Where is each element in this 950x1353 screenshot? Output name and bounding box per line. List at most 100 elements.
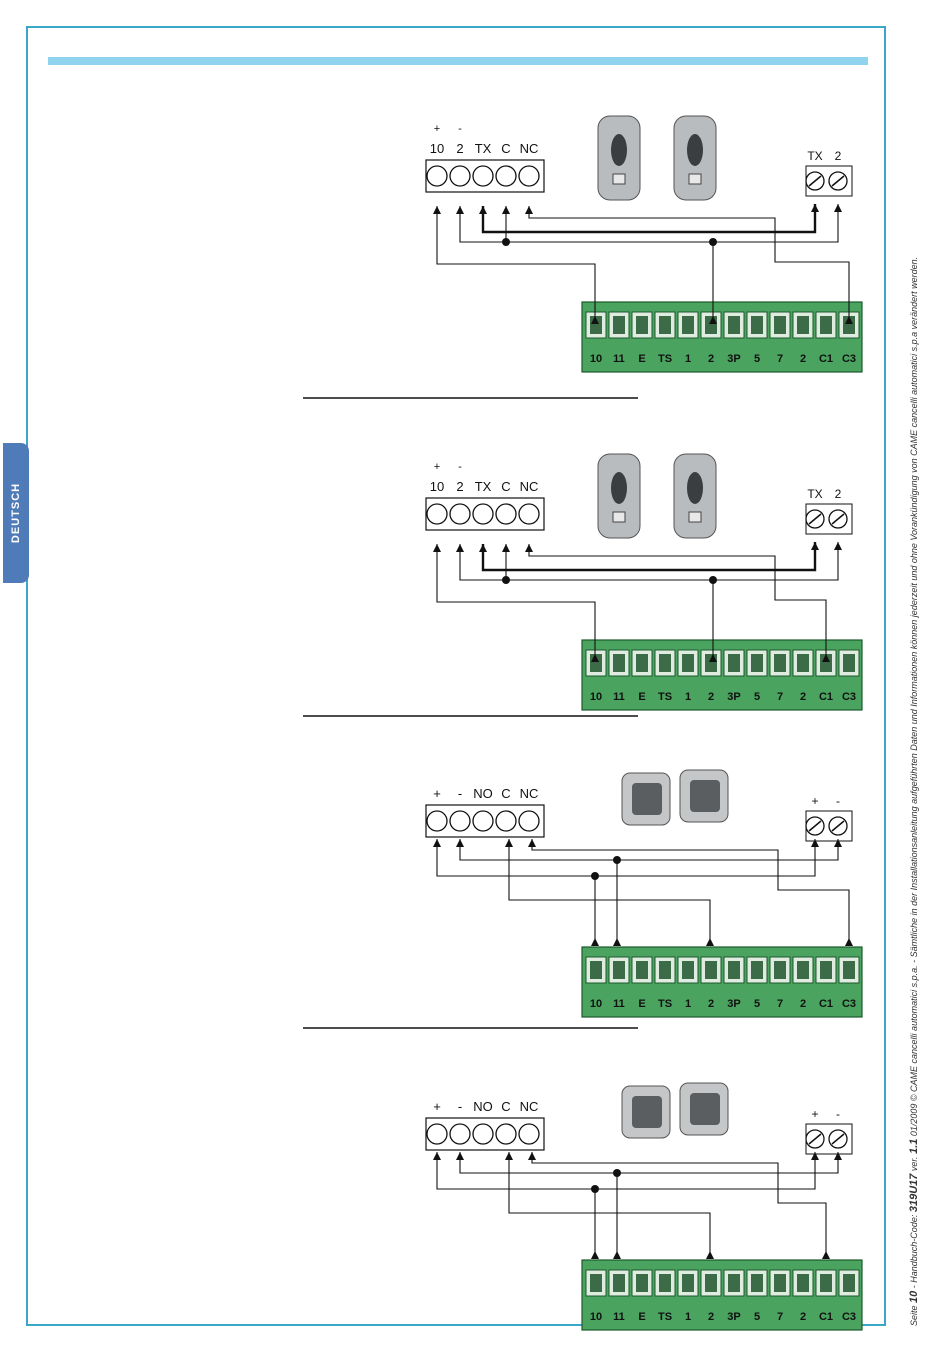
wire-arrow — [525, 206, 533, 214]
transmitter-label: 2 — [835, 149, 842, 163]
wire-arrow — [811, 542, 819, 550]
transmitter-label: + — [811, 1107, 818, 1121]
remote-logo — [612, 173, 626, 185]
board-terminal-screw — [590, 1274, 602, 1292]
board-terminal-screw — [751, 654, 763, 672]
receiver-sign-minus: - — [458, 461, 462, 473]
transmitter-label: - — [836, 1107, 840, 1121]
board-terminal-label: 3P — [727, 353, 740, 365]
wire-arrow — [834, 204, 842, 212]
receiver-screw — [449, 503, 471, 525]
wire-arrow — [456, 206, 464, 214]
receiver-screw — [449, 810, 471, 832]
board-terminal-label: C3 — [842, 691, 856, 703]
wall-device-face — [632, 783, 662, 815]
receiver-terminal-label: NO — [473, 1099, 493, 1114]
wire — [528, 206, 850, 318]
wire-arrow — [834, 542, 842, 550]
header-bar — [48, 57, 868, 65]
wire — [459, 204, 839, 243]
remote-logo — [688, 511, 702, 523]
receiver-terminal-label: NC — [520, 479, 539, 494]
transmitter-screw-slot — [831, 175, 845, 187]
board-terminal-screw — [682, 1274, 694, 1292]
board-terminal-screw — [797, 961, 809, 979]
wire-arrow — [456, 544, 464, 552]
board-terminal-label: C1 — [819, 691, 833, 703]
wire-arrow — [433, 544, 441, 552]
wire-arrow — [706, 1251, 714, 1259]
board-terminal-screw — [659, 654, 671, 672]
receiver-screw — [495, 810, 517, 832]
receiver-terminal-label: TX — [475, 479, 492, 494]
remote-logo — [688, 173, 702, 185]
receiver-terminal-label: - — [458, 786, 462, 801]
wire — [436, 206, 596, 318]
wire-arrow — [528, 1152, 536, 1160]
wall-photocell-device-icon — [621, 772, 671, 826]
board-terminal-screw — [636, 654, 648, 672]
receiver-screw — [495, 503, 517, 525]
wire-junction — [591, 1185, 599, 1193]
wire-arrow — [845, 316, 853, 324]
board-terminal-label: 2 — [800, 1311, 806, 1323]
wire-arrow — [502, 544, 510, 552]
receiver-terminal-label: NO — [473, 786, 493, 801]
wire-arrow — [528, 839, 536, 847]
receiver-terminal-label: NC — [520, 1099, 539, 1114]
board-terminal-screw — [774, 316, 786, 334]
board-terminal-screw — [728, 654, 740, 672]
receiver-screw — [518, 503, 540, 525]
board-terminal-screw — [705, 1274, 717, 1292]
photocell-device-icon — [673, 453, 717, 539]
board-terminal-screw — [843, 1274, 855, 1292]
wire-arrow — [709, 654, 717, 662]
receiver-terminal-label: 2 — [456, 479, 463, 494]
footer-rest: 01/2009 © CAME cancelli automatici s.p.a… — [909, 256, 919, 1139]
remote-lens — [687, 134, 703, 166]
board-terminal-label: 11 — [613, 998, 625, 1010]
wire-junction — [709, 238, 717, 246]
board-terminal-label: 7 — [777, 1311, 783, 1323]
wire-arrow — [502, 206, 510, 214]
transmitter-screw-slot — [808, 1133, 822, 1145]
board-terminal-label: E — [638, 998, 645, 1010]
receiver-screw — [518, 1123, 540, 1145]
receiver-screw — [426, 165, 448, 187]
board-terminal-label: C1 — [819, 998, 833, 1010]
wall-photocell-device-icon — [679, 769, 729, 823]
board-terminal-screw — [820, 1274, 832, 1292]
footer-page-label: Seite — [909, 1305, 919, 1326]
wire-junction — [613, 856, 621, 864]
receiver-screw — [472, 503, 494, 525]
wire-arrow — [479, 544, 487, 552]
board-terminal-label: C3 — [842, 998, 856, 1010]
wall-device-face — [690, 1093, 720, 1125]
wire — [508, 1152, 711, 1253]
receiver-screw — [518, 165, 540, 187]
wire-arrow — [834, 1152, 842, 1160]
receiver-terminal-label: C — [501, 1099, 510, 1114]
board-terminal-label: 10 — [590, 353, 602, 365]
wire — [531, 1152, 827, 1253]
board-terminal-screw — [590, 961, 602, 979]
board-terminal-label: 5 — [754, 1311, 760, 1323]
board-terminal-label: 11 — [613, 353, 625, 365]
board-terminal-label: C3 — [842, 353, 856, 365]
receiver-sign-plus: + — [434, 123, 440, 135]
board-terminal-label: 2 — [708, 691, 714, 703]
receiver-terminal-label: 2 — [456, 141, 463, 156]
board-terminal-label: TS — [658, 1311, 672, 1323]
wire-junction — [502, 576, 510, 584]
remote-lens — [611, 134, 627, 166]
board-terminal-screw — [751, 316, 763, 334]
wire-arrow — [822, 1251, 830, 1259]
board-terminal-label: 1 — [685, 691, 691, 703]
receiver-screw — [495, 1123, 517, 1145]
language-tab[interactable]: DEUTSCH — [3, 443, 29, 583]
board-terminal-label: 5 — [754, 998, 760, 1010]
receiver-terminal-label: + — [433, 786, 441, 801]
board-terminal-screw — [728, 316, 740, 334]
receiver-sign-plus: + — [434, 461, 440, 473]
